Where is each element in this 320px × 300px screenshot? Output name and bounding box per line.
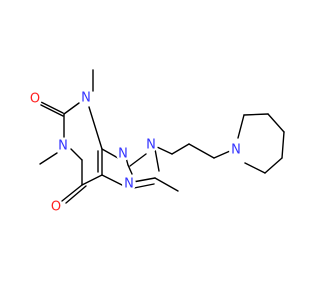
oxygen-label: O [51,200,61,215]
bond [40,104,64,117]
nitrogen-label: N [81,91,91,106]
oxygen-label: O [30,92,40,107]
bond [188,143,215,159]
bond [156,146,173,155]
nitrogen-atom-imidazole: N [144,138,158,153]
bond [213,150,231,159]
bonds [38,69,285,204]
bond [154,148,160,172]
nitrogen-atom-azepane: N [229,143,243,158]
bond [38,100,64,114]
bond [81,174,103,186]
nitrogen-atom-n9: N [116,147,130,162]
bond [63,102,80,115]
bond [129,153,147,167]
nitrogen-label: N [124,177,134,192]
bond [154,177,179,192]
oxygen-atom-top: O [28,92,42,107]
bond [65,185,87,204]
atom-labels: O O N N N N N N [28,91,243,215]
nitrogen-label: N [118,147,128,162]
nitrogen-atom-n3: N [56,139,70,154]
bond [127,164,133,175]
bond [88,106,103,150]
molecule-structure: O O N N N N N N [28,69,285,215]
bond [264,157,283,174]
nitrogen-atom-n1: N [79,91,93,106]
nitrogen-atom-n7: N [122,177,136,192]
bond [101,174,123,186]
nitrogen-label: N [58,139,68,154]
bond [237,114,245,139]
bond [61,184,83,202]
bond [39,152,58,165]
bond [267,113,285,133]
bond [243,113,269,116]
bond [244,162,266,174]
bond [132,177,156,183]
oxygen-atom-bottom: O [49,200,63,215]
nitrogen-label: N [231,143,241,158]
bond [133,183,155,189]
bond [101,148,119,159]
bond [70,148,83,161]
bond [281,131,285,159]
bond [171,143,190,155]
nitrogen-label: N [146,138,156,153]
